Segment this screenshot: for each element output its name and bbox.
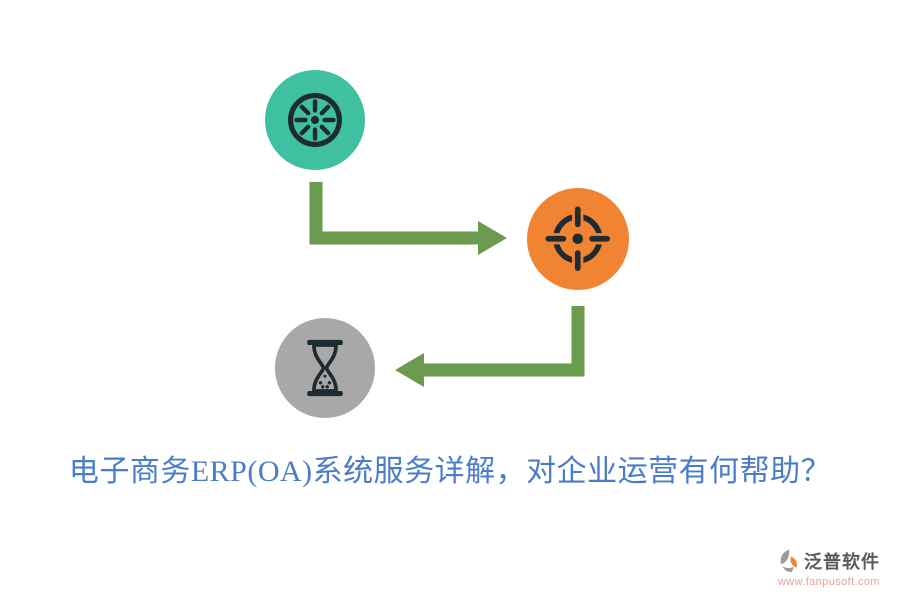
brand-row: 泛普软件 [778, 548, 880, 574]
arrow-step1-to-step2 [309, 182, 478, 245]
brand-name: 泛普软件 [804, 552, 880, 572]
brand-watermark: 泛普软件 www.fanpusoft.com [778, 548, 880, 588]
arrow-step2-to-step3 [424, 306, 585, 377]
arrowhead-left-icon [395, 353, 424, 387]
step-node-2 [527, 188, 629, 290]
step-node-1 [265, 70, 365, 170]
step-node-3 [275, 318, 375, 418]
arrowhead-right-icon [478, 221, 507, 255]
brand-url: www.fanpusoft.com [777, 576, 880, 588]
fanpu-logo-icon [780, 549, 797, 573]
crosshair-target-icon [545, 206, 611, 272]
page-title: 电子商务ERP(OA)系统服务详解，对企业运营有何帮助？ [68, 455, 832, 488]
kiwi-slice-icon [287, 92, 343, 148]
hourglass-icon [307, 339, 343, 397]
